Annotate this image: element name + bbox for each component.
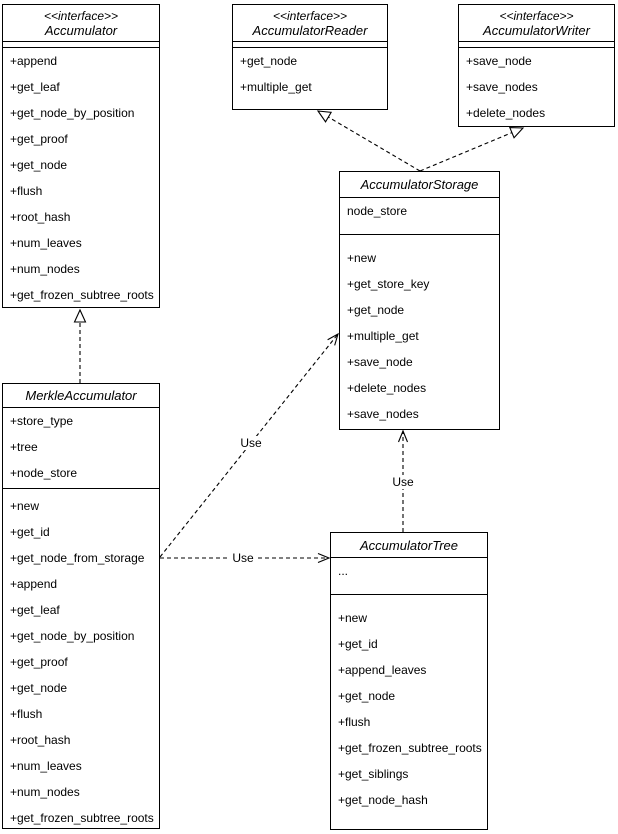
methods-compartment: +save_node +save_nodes +delete_nodes: [459, 48, 614, 126]
method-item: +get_frozen_subtree_roots: [10, 811, 154, 825]
method-item: +get_siblings: [338, 767, 409, 781]
attributes-compartment-empty: [233, 42, 387, 48]
methods-compartment: +new +get_store_key +get_node +multiple_…: [340, 235, 499, 429]
method-item: +get_store_key: [347, 277, 430, 291]
stereotype-label: <<interface>>: [43, 8, 119, 23]
edge-label-use-merkle-to-tree: Use: [229, 551, 257, 565]
method-item: +get_node: [10, 681, 68, 695]
method-item: +new: [10, 499, 40, 513]
class-header: <<interface>> Accumulator: [3, 5, 159, 42]
method-item: +root_hash: [10, 210, 71, 224]
method-item: +append: [10, 577, 58, 591]
method-item: +root_hash: [10, 733, 71, 747]
method-item: +get_leaf: [10, 603, 60, 617]
class-name: AccumulatorTree: [359, 537, 458, 553]
class-box-accumulator-tree: AccumulatorTree ... +new +get_id +append…: [330, 532, 488, 830]
method-item: +delete_nodes: [347, 381, 427, 395]
edge-label-use-merkle-to-storage: Use: [237, 436, 265, 450]
method-item: +get_leaf: [10, 80, 60, 94]
method-item: +multiple_get: [240, 80, 312, 94]
method-item: +get_node_by_position: [10, 629, 135, 643]
class-box-merkle-accumulator: MerkleAccumulator +store_type +tree +nod…: [2, 383, 160, 829]
method-item: +new: [347, 251, 377, 265]
method-item: +get_frozen_subtree_roots: [10, 288, 154, 302]
method-item: +save_node: [466, 54, 532, 68]
method-item: +get_frozen_subtree_roots: [338, 741, 482, 755]
class-header: AccumulatorStorage: [340, 172, 499, 198]
method-item: +num_leaves: [10, 236, 82, 250]
attribute-item: ...: [338, 564, 349, 578]
class-box-accumulator: <<interface>> Accumulator +append +get_l…: [2, 4, 160, 308]
edge-accumulatorstorage-realizes-accumulatorreader: [316, 110, 421, 172]
attribute-item: node_store: [347, 204, 408, 218]
method-item: +save_nodes: [466, 80, 538, 94]
class-name: MerkleAccumulator: [25, 388, 137, 403]
class-header: <<interface>> AccumulatorWriter: [459, 5, 614, 42]
class-box-accumulator-storage: AccumulatorStorage node_store +new +get_…: [339, 171, 500, 430]
attributes-compartment: +store_type +tree +node_store: [3, 408, 159, 489]
class-name: AccumulatorReader: [252, 22, 368, 38]
method-item: +num_leaves: [10, 759, 82, 773]
methods-compartment: +get_node +multiple_get: [233, 48, 387, 109]
class-header: <<interface>> AccumulatorReader: [233, 5, 387, 42]
methods-compartment: +append +get_leaf +get_node_by_position …: [3, 48, 159, 307]
attributes-compartment-empty: [459, 42, 614, 48]
class-header: MerkleAccumulator: [3, 384, 159, 408]
method-item: +num_nodes: [10, 785, 80, 799]
attribute-item: +store_type: [10, 414, 74, 428]
method-item: +append: [10, 54, 58, 68]
method-item: +new: [338, 611, 368, 625]
method-item: +flush: [10, 184, 43, 198]
method-item: +get_node: [240, 54, 298, 68]
attribute-item: +node_store: [10, 466, 78, 480]
methods-compartment: +new +get_id +append_leaves +get_node +f…: [331, 595, 487, 829]
class-box-accumulator-reader: <<interface>> AccumulatorReader +get_nod…: [232, 4, 388, 110]
class-box-accumulator-writer: <<interface>> AccumulatorWriter +save_no…: [458, 4, 615, 127]
class-header: AccumulatorTree: [331, 533, 487, 558]
method-item: +get_id: [10, 525, 50, 539]
class-name: AccumulatorStorage: [360, 177, 479, 192]
method-item: +save_nodes: [347, 407, 419, 421]
method-item: +get_node_hash: [338, 793, 428, 807]
method-item: +num_nodes: [10, 262, 80, 276]
attributes-compartment-empty: [3, 42, 159, 48]
method-item: +get_node_by_position: [10, 106, 135, 120]
method-item: +get_proof: [10, 655, 68, 669]
method-item: +get_proof: [10, 132, 68, 146]
method-item: +get_node_from_storage: [10, 551, 145, 565]
attributes-compartment: ...: [331, 558, 487, 595]
method-item: +get_node: [338, 689, 396, 703]
class-name: AccumulatorWriter: [483, 22, 590, 38]
edge-label-use-tree-to-storage: Use: [389, 475, 417, 489]
methods-compartment: +new +get_id +get_node_from_storage +app…: [3, 489, 159, 828]
stereotype-label: <<interface>>: [272, 8, 348, 23]
method-item: +delete_nodes: [466, 106, 546, 120]
attribute-item: +tree: [10, 440, 38, 454]
method-item: +get_node: [10, 158, 68, 172]
method-item: +flush: [338, 715, 371, 729]
class-name: Accumulator: [44, 22, 118, 38]
method-item: +multiple_get: [347, 329, 419, 343]
stereotype-label: <<interface>>: [499, 8, 574, 23]
attributes-compartment: node_store: [340, 198, 499, 235]
edge-accumulatorstorage-realizes-accumulatorwriter: [419, 126, 525, 172]
method-item: +get_id: [338, 637, 378, 651]
method-item: +append_leaves: [338, 663, 427, 677]
method-item: +flush: [10, 707, 43, 721]
method-item: +get_node: [347, 303, 405, 317]
method-item: +save_node: [347, 355, 413, 369]
